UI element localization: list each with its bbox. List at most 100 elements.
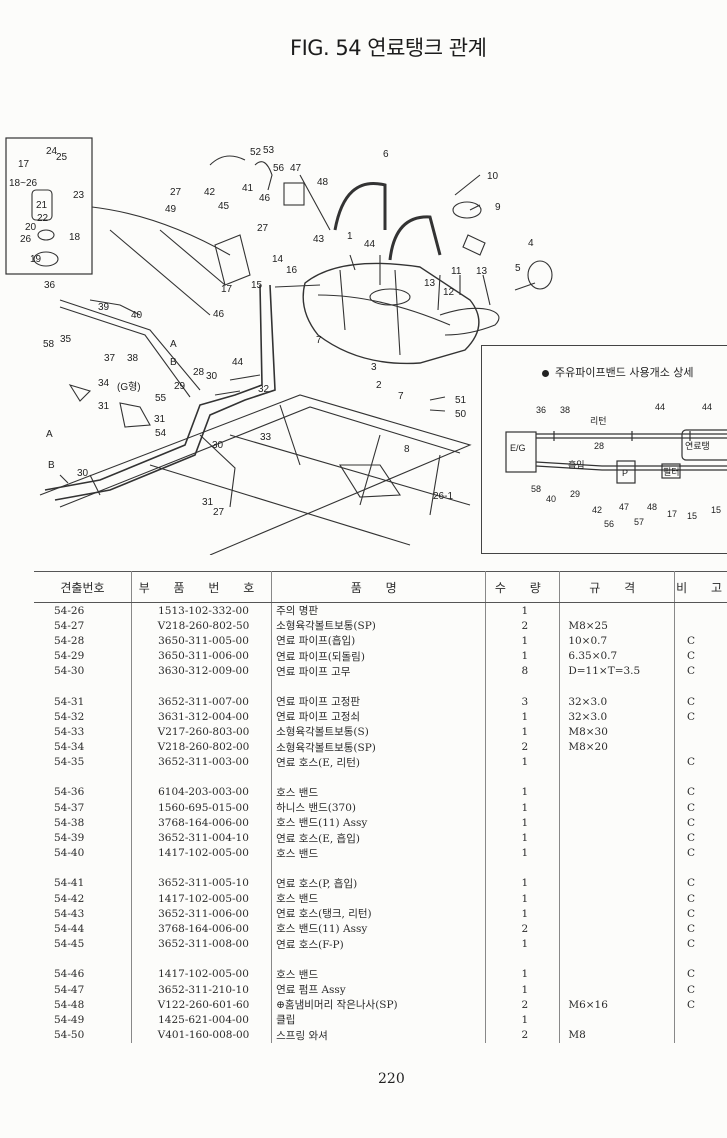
cell-part-name: 클립 xyxy=(271,1012,487,1028)
cell-remarks: C xyxy=(674,754,727,770)
cell-spec xyxy=(559,830,676,846)
cell-part-name: 연료 호스(F-P) xyxy=(271,936,487,952)
cell-quantity: 1 xyxy=(485,966,561,982)
callout-label: 49 xyxy=(165,204,177,215)
callout-label: 27 xyxy=(170,187,182,198)
cell-spec xyxy=(559,845,676,861)
cell-ref-no: 54-32 xyxy=(34,709,132,725)
cell-part-name: 연료 호스(E, 리턴) xyxy=(271,754,487,770)
cell-ref-no: 54-41 xyxy=(34,875,132,891)
callout-label: 32 xyxy=(258,384,270,395)
cell-remarks xyxy=(674,739,727,755)
callout-label: 54 xyxy=(155,428,167,439)
cell-remarks xyxy=(674,724,727,740)
cell-part-number: V218-260-802-50 xyxy=(131,618,273,634)
callout-label: 16 xyxy=(286,265,298,276)
bullet-icon xyxy=(542,369,549,377)
cell-ref-no: 54-40 xyxy=(34,845,132,861)
detail-schematic: 36 38 리턴 28 44 44 E/G 흡입 58 40 29 P 필터 연… xyxy=(505,402,727,529)
header-spec: 규 격 xyxy=(559,571,676,603)
cell-part-number: 1425-621-004-00 xyxy=(131,1012,273,1028)
cell-ref-no: 54-38 xyxy=(34,815,132,831)
header-ref-no: 견출번호 xyxy=(34,571,132,603)
callout-label: 48 xyxy=(317,177,329,188)
cell-remarks: C xyxy=(674,936,727,952)
header-remarks: 비 고 xyxy=(674,571,727,603)
cell-quantity: 1 xyxy=(485,709,561,725)
cell-part-number: 3652-311-008-00 xyxy=(131,936,273,952)
callout-label: 45 xyxy=(218,201,230,212)
cell-part-number: 3652-311-003-00 xyxy=(131,754,273,770)
cell-part-number: 6104-203-003-00 xyxy=(131,784,273,801)
cell-remarks: C xyxy=(674,648,727,664)
cell-remarks: C xyxy=(674,981,727,998)
callout-label: 37 xyxy=(104,353,116,364)
callout-label: 27 xyxy=(257,223,269,234)
cell-remarks: C xyxy=(674,875,727,891)
callout-label: 12 xyxy=(443,287,455,298)
header-part-number: 부 품 번 호 xyxy=(131,571,273,603)
detail-label: 리턴 xyxy=(590,416,607,426)
cell-part-number: 3652-311-006-00 xyxy=(131,906,273,922)
cell-ref-no: 54-49 xyxy=(34,1012,132,1028)
diagram-callout-labels: 17 18~26 24 25 23 21 22 20 26 18 19 27 4… xyxy=(9,145,534,518)
cell-remarks: C xyxy=(674,997,727,1013)
cell-spec: 32×3.0 xyxy=(559,709,676,725)
callout-label: 28 xyxy=(193,367,205,378)
callout-label: 21 xyxy=(36,200,48,211)
detail-label: 흡입 xyxy=(568,459,585,470)
cell-ref-no: 54-48 xyxy=(34,997,132,1013)
callout-label: 38 xyxy=(127,353,139,364)
cell-spec xyxy=(559,936,676,952)
cell-part-name: 호스 밴드(11) Assy xyxy=(271,815,487,831)
cell-remarks xyxy=(674,1012,727,1028)
callout-label: 3 xyxy=(371,362,377,373)
cell-spec xyxy=(559,875,676,891)
group-spacer xyxy=(34,951,727,967)
detail-label: P xyxy=(622,468,628,478)
cell-ref-no: 54-26 xyxy=(34,602,132,619)
cell-part-name: 스프링 와셔 xyxy=(271,1027,487,1043)
callout-label: 18 xyxy=(69,232,81,243)
cell-part-name: 연료 파이프(흡입) xyxy=(271,633,487,649)
detail-title: 주유파이프밴드 사용개소 상세 xyxy=(555,366,694,379)
callout-label: 51 xyxy=(455,395,467,406)
cell-spec xyxy=(559,602,676,619)
cell-remarks: C xyxy=(674,921,727,937)
cell-quantity: 1 xyxy=(485,875,561,891)
cell-part-number: 3630-312-009-00 xyxy=(131,663,273,679)
cell-quantity: 1 xyxy=(485,891,561,907)
detail-label: 15 xyxy=(687,511,697,521)
callout-label: 55 xyxy=(155,393,167,404)
cell-spec: M6×16 xyxy=(559,997,676,1013)
callout-label: B xyxy=(170,357,177,368)
cell-remarks: C xyxy=(674,830,727,846)
group-spacer xyxy=(34,769,727,785)
cell-quantity: 1 xyxy=(485,648,561,664)
callout-label: 34 xyxy=(98,378,110,389)
cell-quantity: 1 xyxy=(485,800,561,816)
cell-part-number: 1417-102-005-00 xyxy=(131,891,273,907)
cell-spec: M8×25 xyxy=(559,618,676,634)
cell-spec: 32×3.0 xyxy=(559,693,676,710)
cell-spec xyxy=(559,981,676,998)
cell-ref-no: 54-36 xyxy=(34,784,132,801)
callout-label: 27 xyxy=(213,507,225,518)
cell-part-name: 연료 호스(P, 흡입) xyxy=(271,875,487,891)
callout-label: 15 xyxy=(251,280,263,291)
cell-part-name: ⊕홈냄비머리 작은나사(SP) xyxy=(271,997,487,1013)
cell-quantity: 1 xyxy=(485,936,561,952)
cell-part-number: 3652-311-007-00 xyxy=(131,693,273,710)
cell-part-number: 3768-164-006-00 xyxy=(131,815,273,831)
cell-part-number: 3650-311-006-00 xyxy=(131,648,273,664)
detail-label: 48 xyxy=(647,502,657,512)
cell-spec xyxy=(559,966,676,982)
cell-part-number: 3652-311-004-10 xyxy=(131,830,273,846)
callout-label: 17 xyxy=(18,159,30,170)
